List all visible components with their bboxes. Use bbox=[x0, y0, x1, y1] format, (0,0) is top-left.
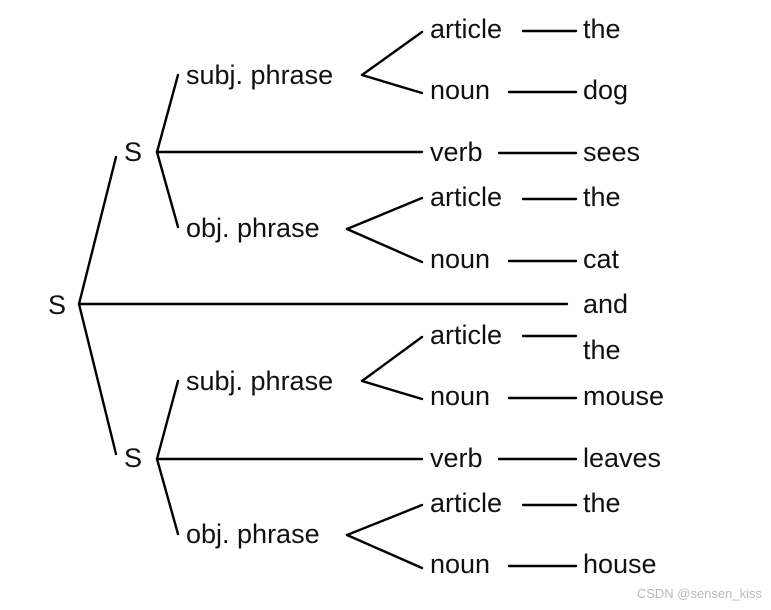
clause2-verb-label: verb bbox=[430, 443, 483, 473]
clause1-object-article-label: article bbox=[430, 182, 502, 212]
edge-c1-subj-article bbox=[360, 30, 424, 77]
edge-clause2-object bbox=[155, 457, 180, 536]
clause1-subject-article-word: the bbox=[583, 14, 621, 44]
edge-c2-obj-noun bbox=[345, 533, 424, 570]
root-node-label: S bbox=[48, 290, 66, 320]
clause2-object-article-label: article bbox=[430, 488, 502, 518]
clause2-object-label: obj. phrase bbox=[186, 519, 320, 549]
clause2-verb-word: leaves bbox=[583, 443, 661, 473]
clause1-object-noun-word: cat bbox=[583, 244, 620, 274]
clause2-subject-label: subj. phrase bbox=[186, 366, 333, 396]
clause1-subject-noun-label: noun bbox=[430, 75, 490, 105]
clause1-object-label: obj. phrase bbox=[186, 213, 320, 243]
clause2-subject-noun-label: noun bbox=[430, 381, 490, 411]
edge-c1-obj-article bbox=[345, 196, 424, 231]
clause2-subject-noun-word: mouse bbox=[583, 381, 664, 411]
clause2-subject-article-label: article bbox=[430, 320, 502, 350]
clause1-object-article-word: the bbox=[583, 182, 621, 212]
tree-edges bbox=[77, 29, 578, 570]
edge-clause2-subject bbox=[155, 379, 180, 461]
edge-c2-subj-article bbox=[360, 335, 424, 383]
clause2-object-noun-word: house bbox=[583, 549, 657, 579]
tree-labels: S and S subj. phrase article the noun do… bbox=[48, 14, 664, 579]
clause2-object-article-word: the bbox=[583, 488, 621, 518]
edge-c1-subj-noun bbox=[360, 73, 424, 95]
clause1-subject-article-label: article bbox=[430, 14, 502, 44]
clause1-node-label: S bbox=[124, 137, 142, 167]
edge-c2-subj-noun bbox=[360, 379, 424, 401]
clause2-node-label: S bbox=[124, 443, 142, 473]
edge-clause1-object bbox=[155, 150, 180, 229]
clause1-verb-word: sees bbox=[583, 137, 640, 167]
clause2-object-noun-label: noun bbox=[430, 549, 490, 579]
clause1-object-noun-label: noun bbox=[430, 244, 490, 274]
watermark-text: CSDN @sensen_kiss bbox=[637, 586, 763, 601]
clause1-verb-label: verb bbox=[430, 137, 483, 167]
clause2-subject-article-word: the bbox=[583, 335, 621, 365]
clause1-subject-noun-word: dog bbox=[583, 75, 628, 105]
edge-root-clause1 bbox=[77, 155, 118, 306]
clause1-subject-label: subj. phrase bbox=[186, 60, 333, 90]
edge-clause1-subject bbox=[155, 73, 180, 154]
edge-root-clause2 bbox=[77, 302, 118, 456]
conjunction-word: and bbox=[583, 289, 628, 319]
edge-c1-obj-noun bbox=[345, 227, 424, 264]
edge-c2-obj-article bbox=[345, 503, 424, 537]
